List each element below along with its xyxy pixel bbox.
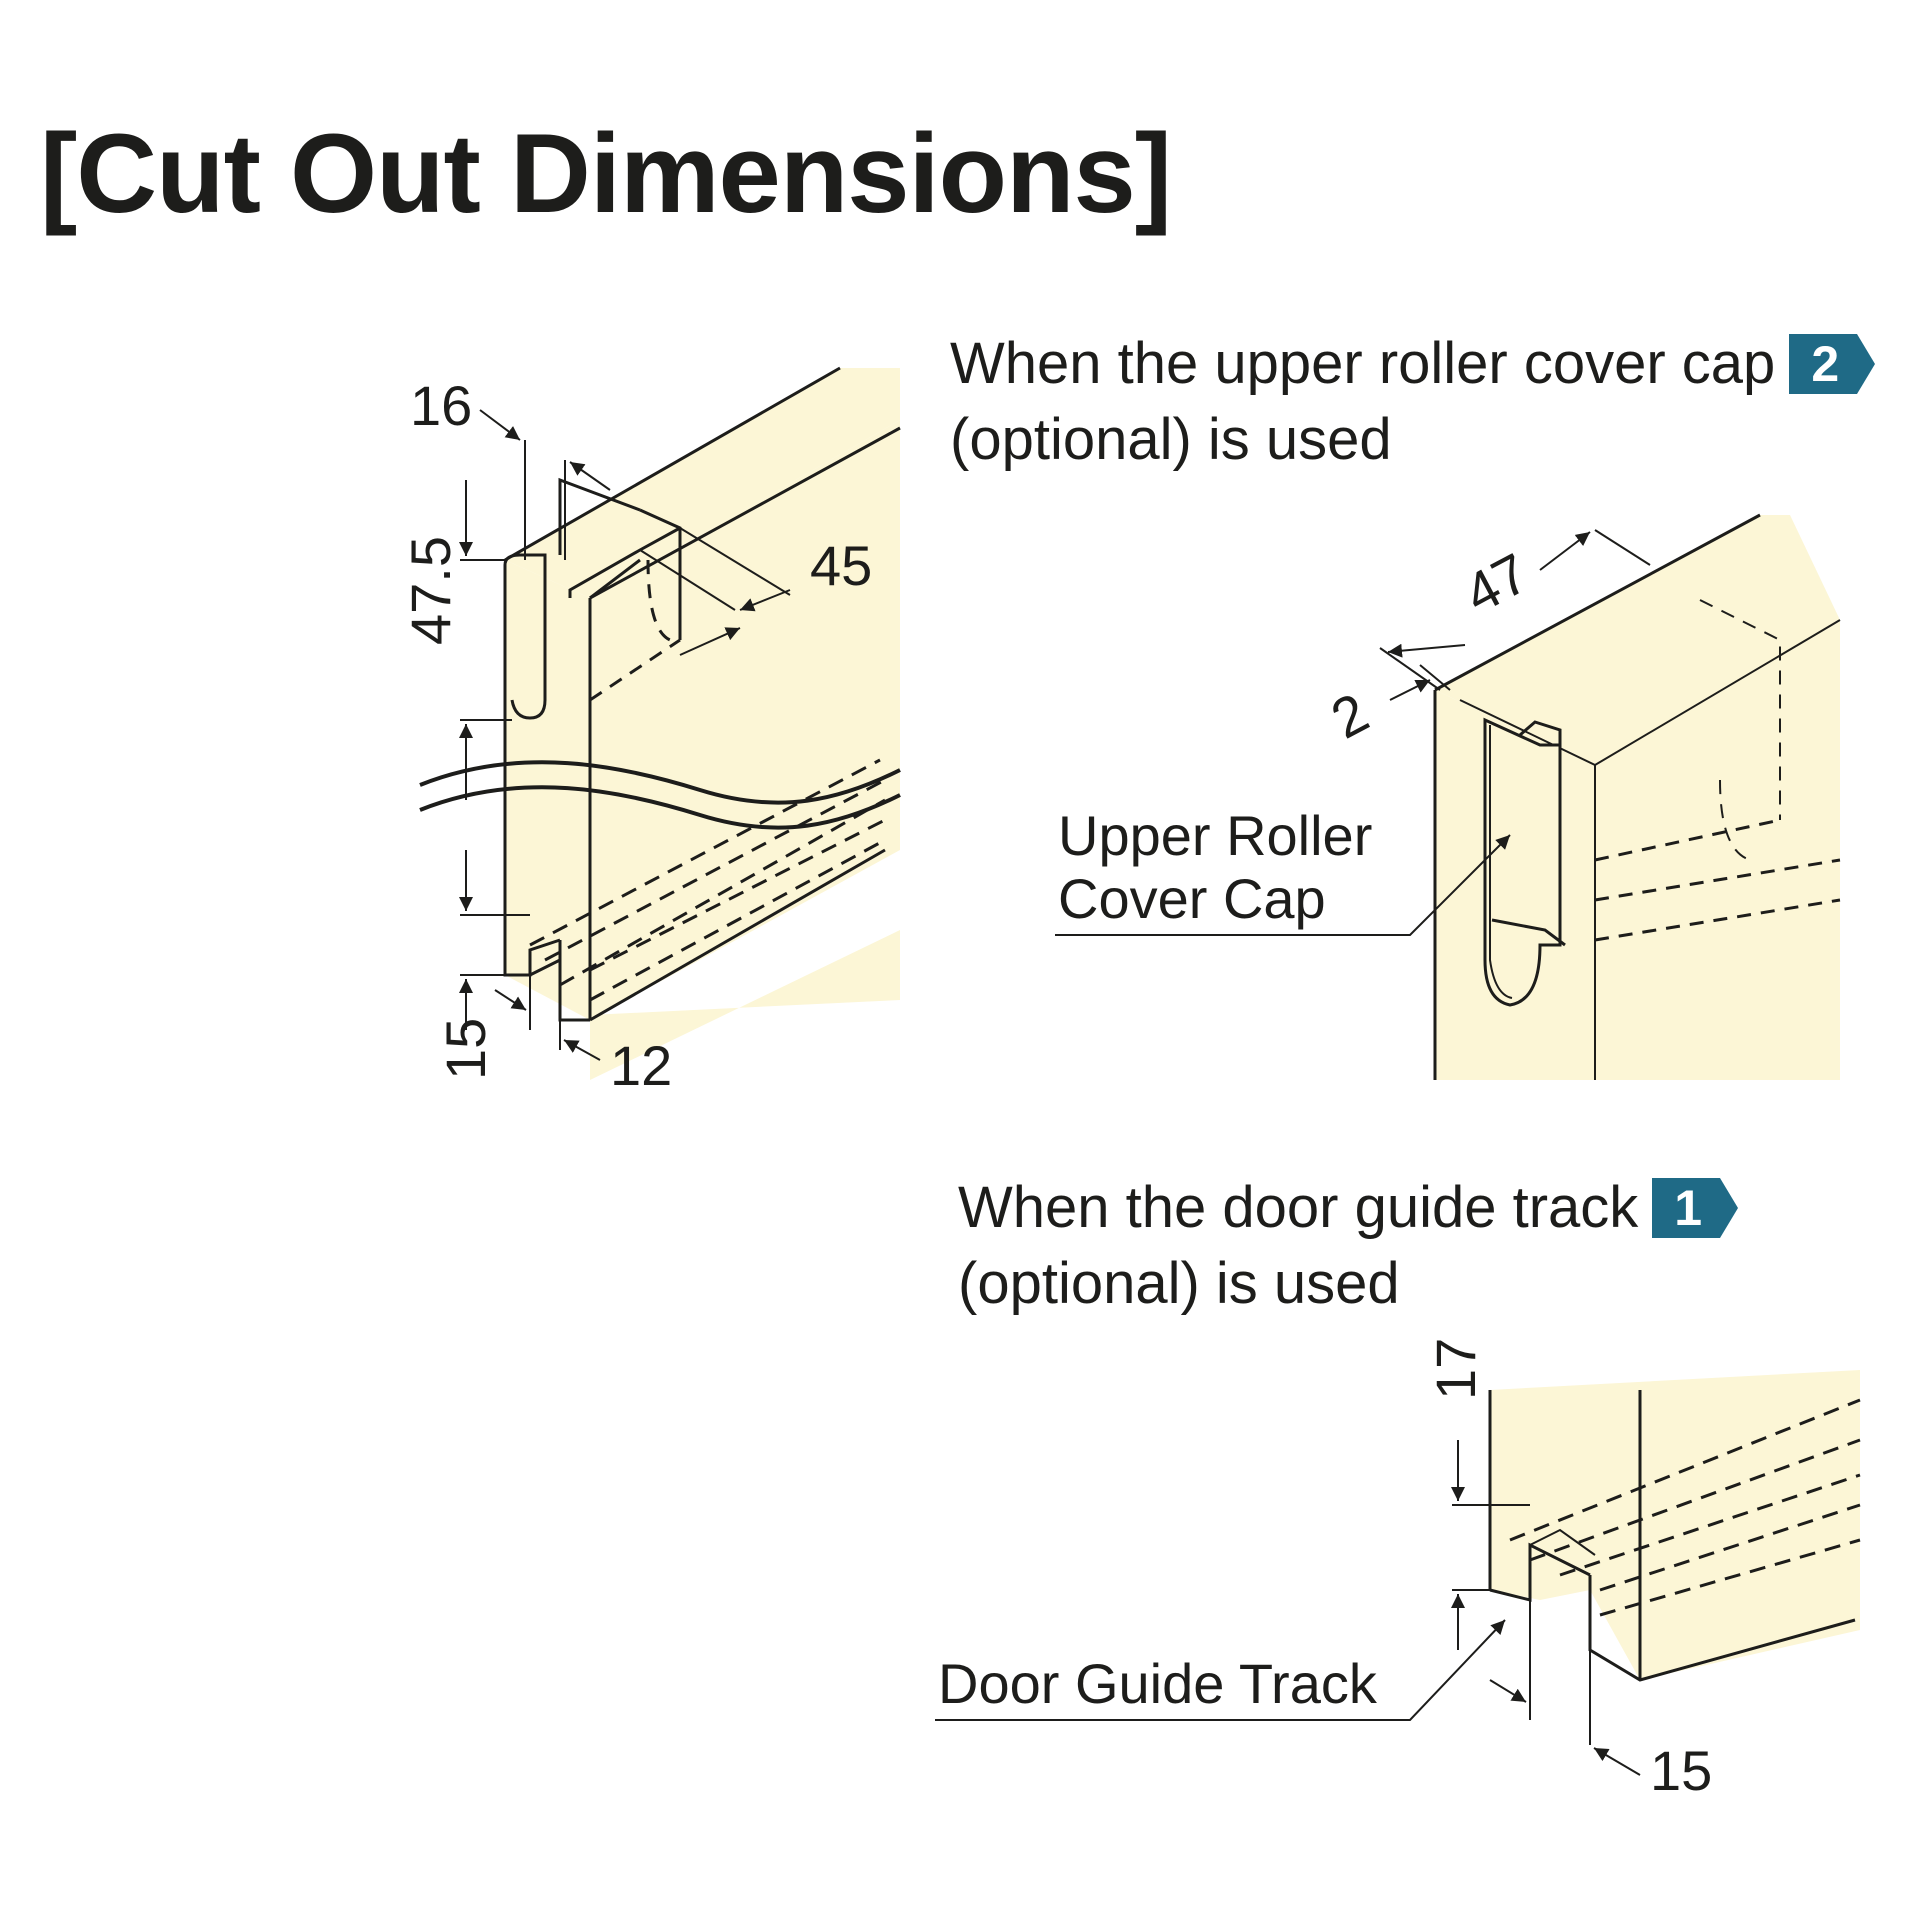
main-panel-side-face bbox=[590, 420, 900, 1020]
cover-cap-shape bbox=[1483, 717, 1562, 1007]
track-label: Door Guide Track bbox=[938, 1652, 1378, 1715]
main-dim-bottom-height: 15 bbox=[434, 1018, 497, 1080]
main-dim-height: 47.5 bbox=[399, 536, 462, 645]
track-dimensions bbox=[935, 1440, 1641, 1776]
main-panel-top-face bbox=[505, 368, 900, 598]
cap-dim-depth: 47 bbox=[1454, 541, 1539, 626]
cap-panel-drawing bbox=[1433, 513, 1841, 1080]
cap-dimensions bbox=[1055, 529, 1651, 936]
cap-panel-side-face bbox=[1595, 620, 1840, 1080]
track-caption-text-2: (optional) is used bbox=[958, 1251, 1400, 1316]
main-dim-depth: 45 bbox=[810, 534, 872, 597]
main-panel-lower-side bbox=[590, 930, 900, 1080]
cap-label-line-1: Upper Roller bbox=[1058, 804, 1372, 867]
cap-dim-offset: 2 bbox=[1321, 680, 1378, 750]
main-panel-drawing bbox=[419, 366, 901, 1080]
main-panel-front-face bbox=[505, 560, 590, 1020]
main-dim-bottom-width: 12 bbox=[610, 1034, 672, 1097]
main-dim-width: 16 bbox=[410, 374, 472, 437]
track-caption-text-1: When the door guide track bbox=[958, 1175, 1639, 1240]
track-dim-width: 15 bbox=[1650, 1739, 1712, 1802]
main-dimensions bbox=[459, 409, 791, 1061]
track-caption: When the door guide track 1 (optional) i… bbox=[958, 1170, 1739, 1322]
track-panel-drawing bbox=[1488, 1370, 1861, 1682]
badge-1-number: 1 bbox=[1674, 1179, 1703, 1236]
cap-caption-text-2: (optional) is used bbox=[950, 407, 1392, 472]
page-title: [Cut Out Dimensions] bbox=[40, 111, 1172, 236]
badge-2-number: 2 bbox=[1811, 335, 1840, 392]
cap-caption-text-1: When the upper roller cover cap bbox=[950, 331, 1776, 396]
cap-panel-top-face bbox=[1435, 515, 1840, 765]
cap-caption: When the upper roller cover cap 2 (optio… bbox=[950, 326, 1876, 478]
track-panel-face bbox=[1490, 1370, 1860, 1680]
track-dim-height: 17 bbox=[1424, 1338, 1487, 1400]
cap-caption-line-1: When the upper roller cover cap 2 bbox=[950, 326, 1876, 402]
cap-label-line-2: Cover Cap bbox=[1058, 867, 1326, 930]
badge-1-arrow-icon: 1 bbox=[1652, 1177, 1739, 1238]
badge-2-arrow-icon: 2 bbox=[1789, 333, 1876, 394]
track-caption-line-1: When the door guide track 1 bbox=[958, 1170, 1739, 1246]
